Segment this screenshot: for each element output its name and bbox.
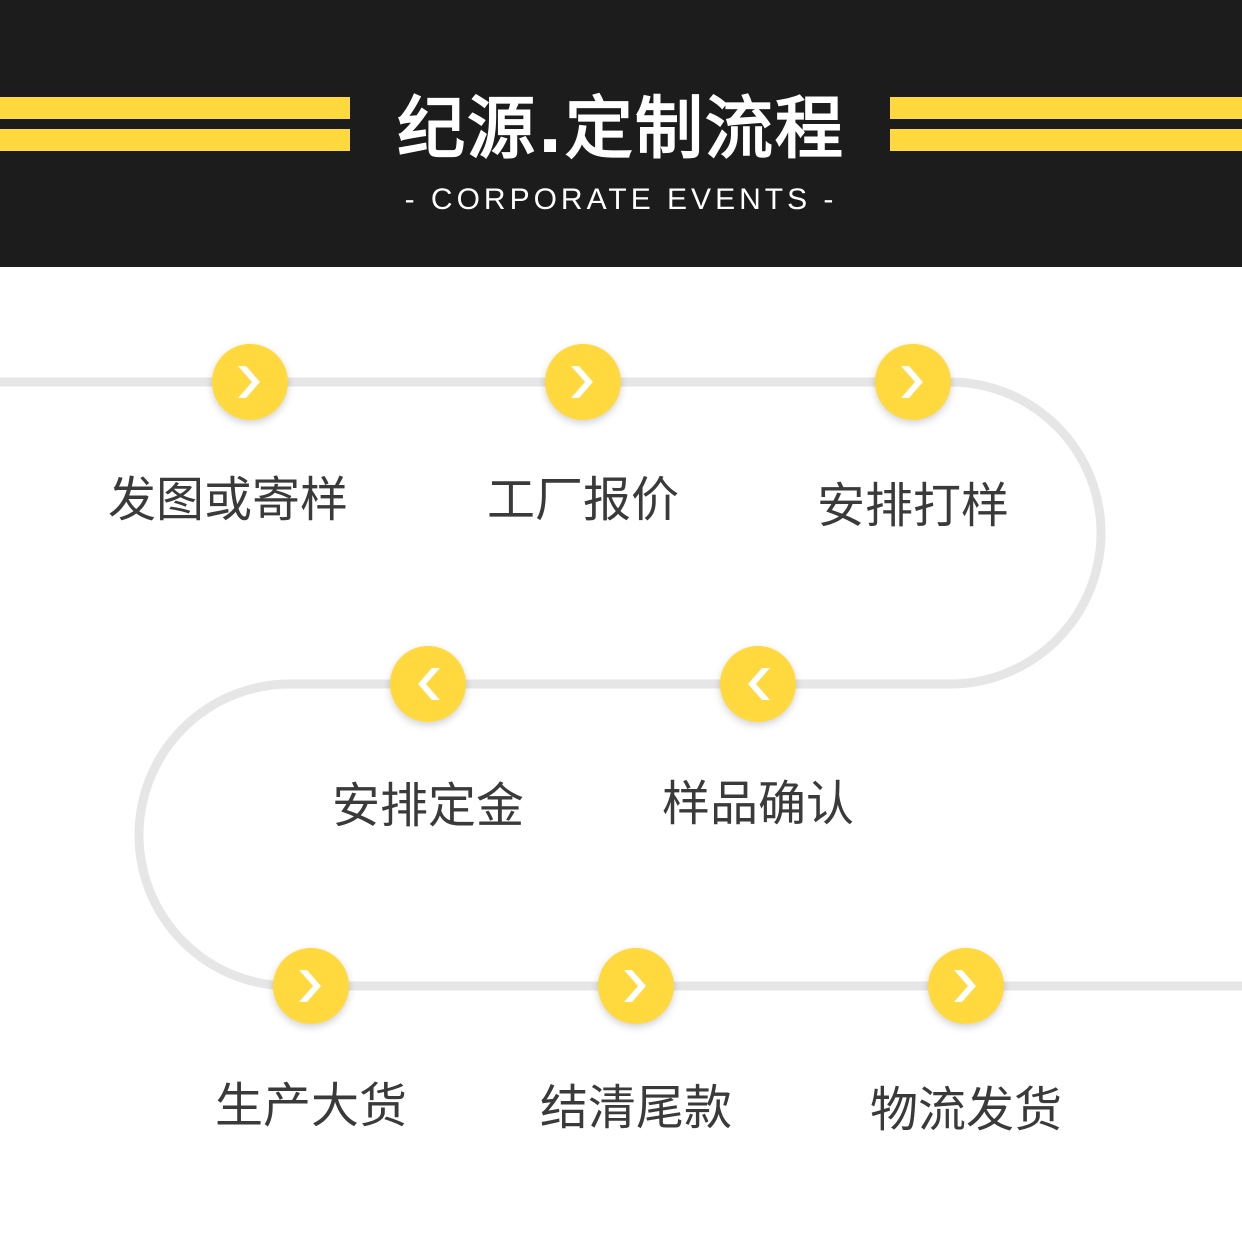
header-banner: 纪源.定制流程 - CORPORATE EVENTS - [0,0,1242,267]
chevron-right-icon [563,362,603,402]
step-7-marker [598,948,674,1024]
step-6-marker [273,948,349,1024]
chevron-right-icon [230,362,270,402]
step-7-label: 结清尾款 [539,1080,732,1136]
step-2-label: 工厂报价 [486,472,679,528]
page-subtitle: - CORPORATE EVENTS - [404,183,838,216]
flow-path-line [0,377,1242,991]
step-4-label: 安排定金 [331,778,524,834]
chevron-left-icon [738,664,778,704]
right-stripe-bottom [890,129,1242,151]
step-1-marker [212,344,288,420]
chevron-right-icon [893,362,933,402]
step-1-label: 发图或寄样 [107,472,348,528]
right-stripe-top [890,97,1242,119]
step-5-marker [720,646,796,722]
step-8-marker [928,948,1004,1024]
step-4-marker [390,646,466,722]
chevron-right-icon [291,966,331,1006]
page-title: 纪源.定制流程 [397,90,845,169]
step-8-label: 物流发货 [869,1082,1062,1138]
step-5-label: 样品确认 [661,776,854,832]
chevron-left-icon [408,664,448,704]
step-6-label: 生产大货 [214,1078,407,1134]
chevron-right-icon [616,966,656,1006]
left-stripe-bottom [0,129,350,151]
step-2-marker [545,344,621,420]
chevron-right-icon [946,966,986,1006]
step-3-label: 安排打样 [816,478,1009,534]
step-3-marker [875,344,951,420]
left-stripe-top [0,97,350,119]
